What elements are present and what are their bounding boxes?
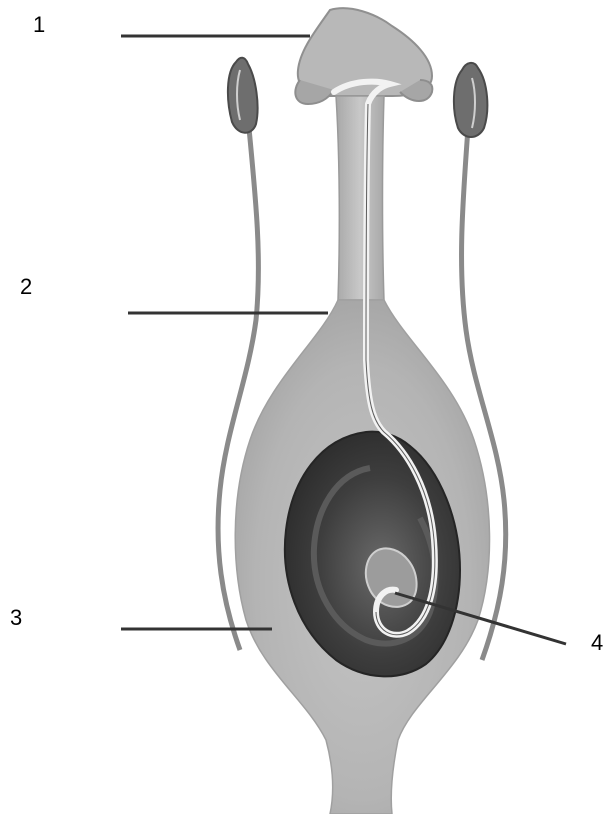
label-4: 4 xyxy=(591,632,603,654)
style xyxy=(336,96,384,300)
right-anther xyxy=(454,63,487,137)
left-anther xyxy=(228,58,258,133)
label-2: 2 xyxy=(20,276,32,298)
label-1: 1 xyxy=(33,14,45,36)
label-3: 3 xyxy=(10,607,22,629)
